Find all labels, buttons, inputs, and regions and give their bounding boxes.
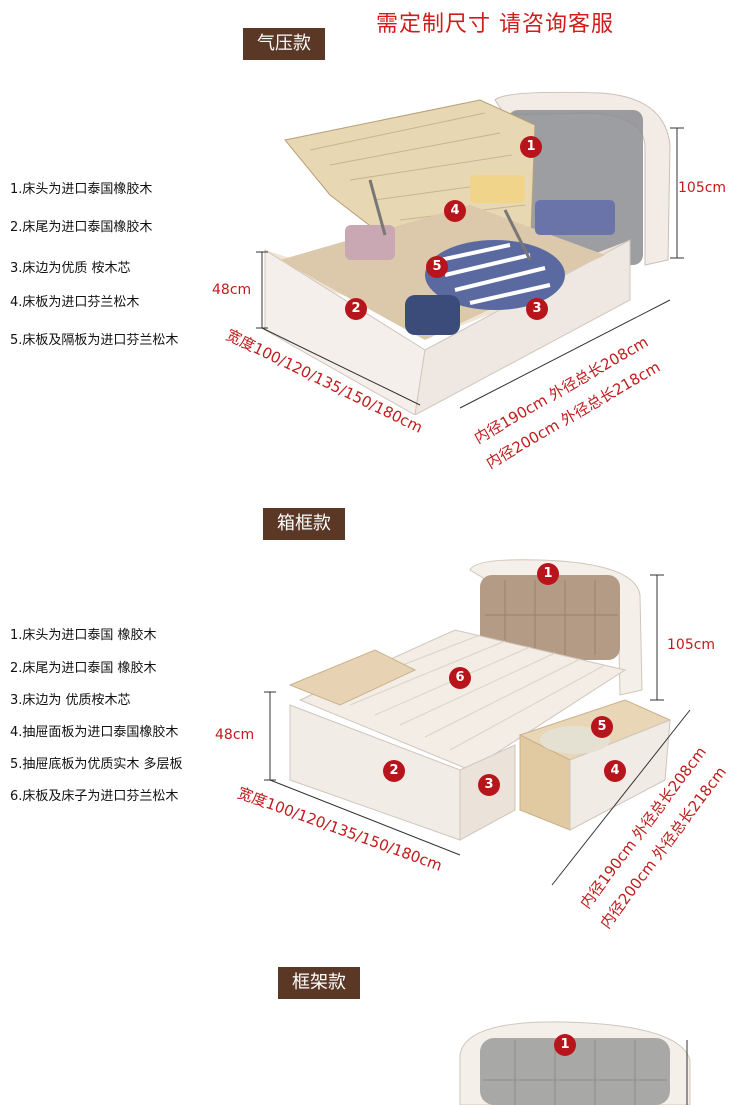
spec-item: 3.床边为 优质桉木芯 — [10, 693, 131, 708]
section-tag-box-frame: 箱框款 — [263, 508, 345, 540]
spec-item: 1.床头为进口泰国橡胶木 — [10, 182, 153, 197]
badge-3: 3 — [478, 774, 500, 796]
dimension-lines — [256, 127, 684, 409]
badge-4: 4 — [444, 200, 466, 222]
height-label: 105cm — [678, 180, 727, 196]
spec-item: 3.床边为优质 桉木芯 — [10, 261, 131, 276]
badge-6: 6 — [449, 667, 471, 689]
badge-2: 2 — [345, 298, 367, 320]
badge-4: 4 — [604, 760, 626, 782]
foot-height-label: 48cm — [215, 727, 255, 743]
spec-item: 4.抽屉面板为进口泰国橡胶木 — [10, 725, 179, 740]
badge-5: 5 — [591, 716, 613, 738]
badge-5: 5 — [426, 256, 448, 278]
badge-1: 1 — [554, 1034, 576, 1056]
height-label: 105cm — [667, 637, 716, 653]
dimension-lines — [264, 574, 691, 886]
badge-1: 1 — [520, 136, 542, 158]
frame-bed-image — [459, 1021, 691, 1105]
spec-item: 1.床头为进口泰国 橡胶木 — [10, 628, 157, 643]
foot-height-label: 48cm — [212, 282, 252, 298]
spec-item: 2.床尾为进口泰国 橡胶木 — [10, 661, 157, 676]
section-tag-gas-lift: 气压款 — [243, 28, 325, 60]
spec-item: 5.抽屉底板为优质实木 多层板 — [10, 757, 183, 772]
spec-item: 5.床板及隔板为进口芬兰松木 — [10, 333, 179, 348]
badge-1: 1 — [537, 563, 559, 585]
spec-item: 2.床尾为进口泰国橡胶木 — [10, 220, 153, 235]
spec-item: 6.床板及床子为进口芬兰松木 — [10, 789, 179, 804]
section-tag-frame: 框架款 — [278, 967, 360, 999]
badge-3: 3 — [526, 298, 548, 320]
box-frame-bed-image — [288, 559, 672, 841]
badge-2: 2 — [383, 760, 405, 782]
page-headline: 需定制尺寸 请咨询客服 — [376, 12, 614, 37]
spec-item: 4.床板为进口芬兰松木 — [10, 295, 140, 310]
